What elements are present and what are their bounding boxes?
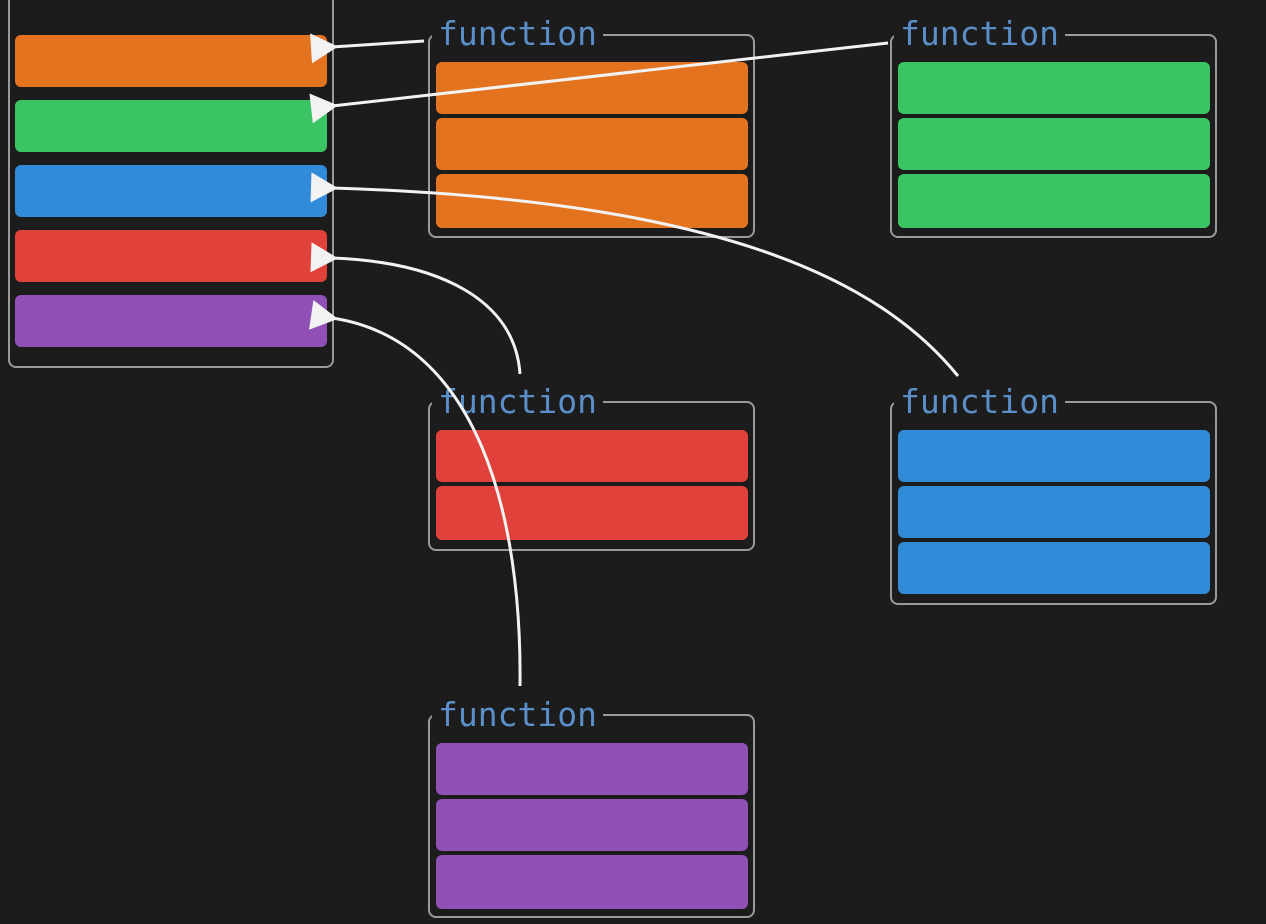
arrow-red	[310, 242, 522, 375]
arrow-purple	[309, 300, 522, 687]
function-row	[898, 486, 1210, 538]
stack-slot-red	[15, 230, 327, 282]
function-row	[898, 118, 1210, 170]
function-row	[898, 174, 1210, 228]
function-row	[898, 430, 1210, 482]
function-row	[436, 855, 748, 909]
function-label: function	[432, 697, 603, 733]
function-row	[436, 799, 748, 851]
arrow-green	[309, 41, 889, 124]
function-row	[436, 743, 748, 795]
function-label: function	[894, 384, 1065, 420]
function-row	[436, 118, 748, 170]
function-label: function	[432, 16, 603, 52]
stack-slot-green	[15, 100, 327, 152]
function-row	[436, 174, 748, 228]
function-row	[898, 62, 1210, 114]
function-label: function	[894, 16, 1065, 52]
function-row	[898, 542, 1210, 594]
stack-slot-blue	[15, 165, 327, 217]
stack-slot-orange	[15, 35, 327, 87]
function-row	[436, 486, 748, 540]
arrow-blue	[310, 172, 960, 377]
stack-slot-purple	[15, 295, 327, 347]
function-row	[436, 430, 748, 482]
arrow-orange	[310, 33, 425, 64]
